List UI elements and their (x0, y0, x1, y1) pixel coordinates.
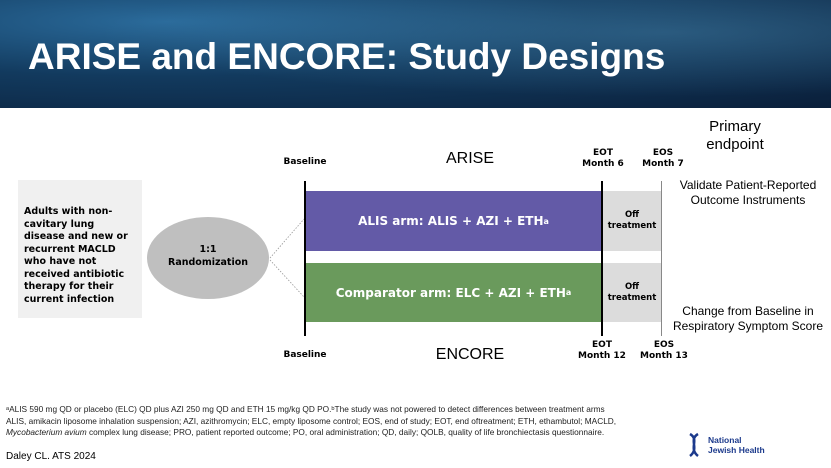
arise-baseline: Baseline (283, 157, 327, 167)
eos-line (661, 181, 662, 336)
slide-title: ARISE and ENCORE: Study Designs (28, 36, 666, 77)
ratio: 1:1 (199, 244, 217, 255)
encore-endpoint: Change from Baseline in Respiratory Symp… (672, 304, 824, 333)
encore-label: ENCORE (435, 346, 505, 363)
encore-baseline: Baseline (283, 350, 327, 360)
population-box: Adults with non-cavitary lung disease an… (18, 180, 142, 318)
arise-label: ARISE (445, 150, 494, 167)
connector-lines (269, 218, 305, 298)
header-banner (0, 0, 831, 108)
comparator-off-treatment: Off treatment (603, 263, 661, 322)
alis-off-treatment: Off treatment (603, 191, 661, 251)
citation: Daley CL. ATS 2024 (6, 451, 96, 462)
logo: National Jewish Health (686, 432, 768, 458)
eot-line (601, 181, 603, 336)
arise-endpoint: Validate Patient-Reported Outcome Instru… (679, 178, 817, 207)
baseline-line (304, 181, 306, 336)
primary-endpoint-heading: Primary endpoint (706, 118, 764, 153)
footnotes: ᵃALIS 590 mg QD or placebo (ELC) QD plus… (6, 404, 617, 437)
randomization-label: Randomization (168, 256, 248, 268)
dna-logo-icon (689, 432, 699, 457)
